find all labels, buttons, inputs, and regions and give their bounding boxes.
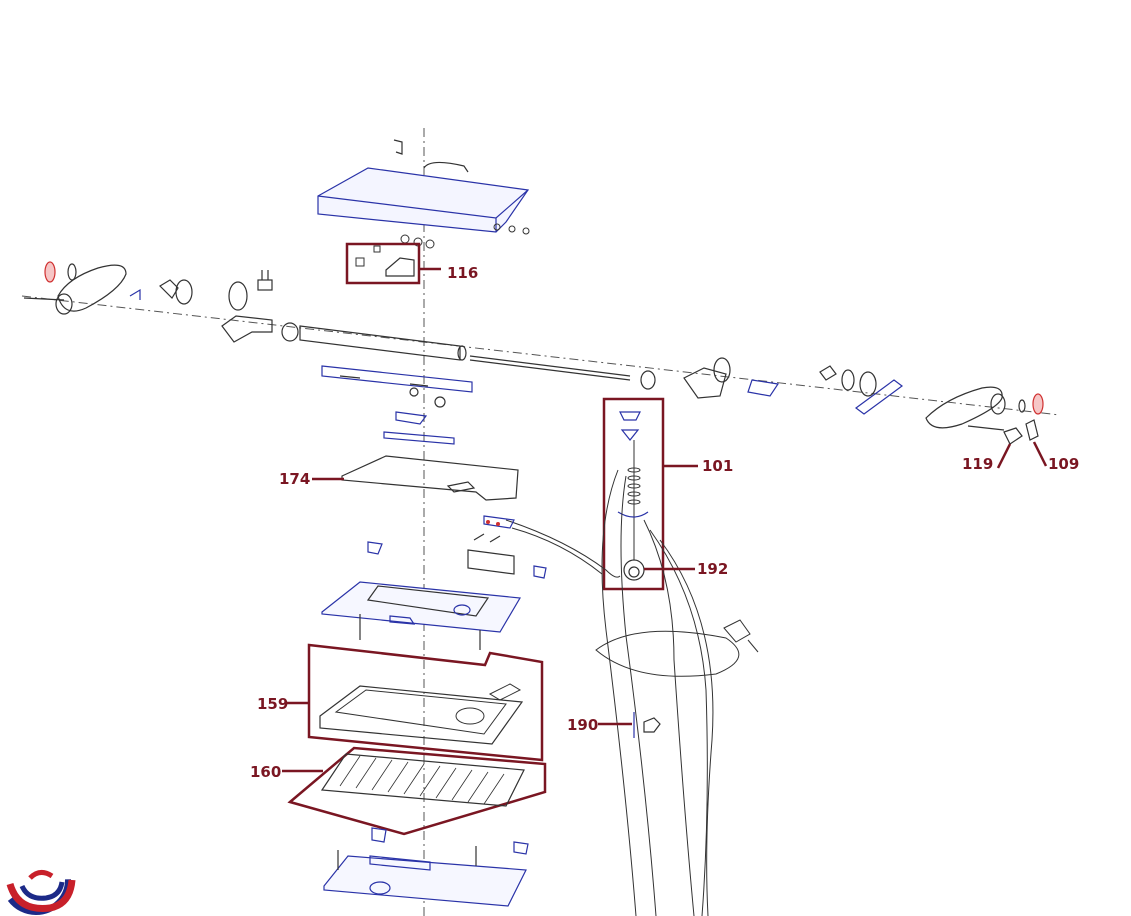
part-116-group bbox=[345, 242, 421, 285]
callout-101: 101 bbox=[702, 457, 733, 475]
part-160-group bbox=[287, 746, 547, 836]
top-lid bbox=[317, 139, 530, 249]
callout-159: 159 bbox=[257, 695, 288, 713]
brand-logo-icon bbox=[1, 845, 76, 915]
control-block bbox=[467, 515, 515, 575]
part-159-group bbox=[307, 643, 544, 762]
part-101-group bbox=[602, 397, 665, 591]
burner-rail bbox=[321, 365, 473, 445]
part-190 bbox=[633, 712, 661, 738]
main-rod bbox=[281, 322, 656, 390]
callout-116: 116 bbox=[447, 264, 478, 282]
gas-tubes bbox=[505, 469, 759, 916]
callout-192: 192 bbox=[697, 560, 728, 578]
part-174-plate bbox=[341, 455, 519, 501]
callout-labels: 116 174 101 192 119 109 159 160 190 bbox=[250, 264, 1079, 781]
right-hinge-arm bbox=[683, 357, 1044, 445]
center-axis bbox=[21, 128, 1061, 916]
callout-109: 109 bbox=[1048, 455, 1079, 473]
left-hinge-arm bbox=[23, 261, 273, 343]
upper-base-tray bbox=[321, 541, 547, 650]
callout-160: 160 bbox=[250, 763, 281, 781]
bottom-base bbox=[323, 827, 529, 907]
callout-119: 119 bbox=[962, 455, 993, 473]
callout-174: 174 bbox=[279, 470, 310, 488]
callout-leaders bbox=[282, 267, 1048, 773]
callout-190: 190 bbox=[567, 716, 598, 734]
